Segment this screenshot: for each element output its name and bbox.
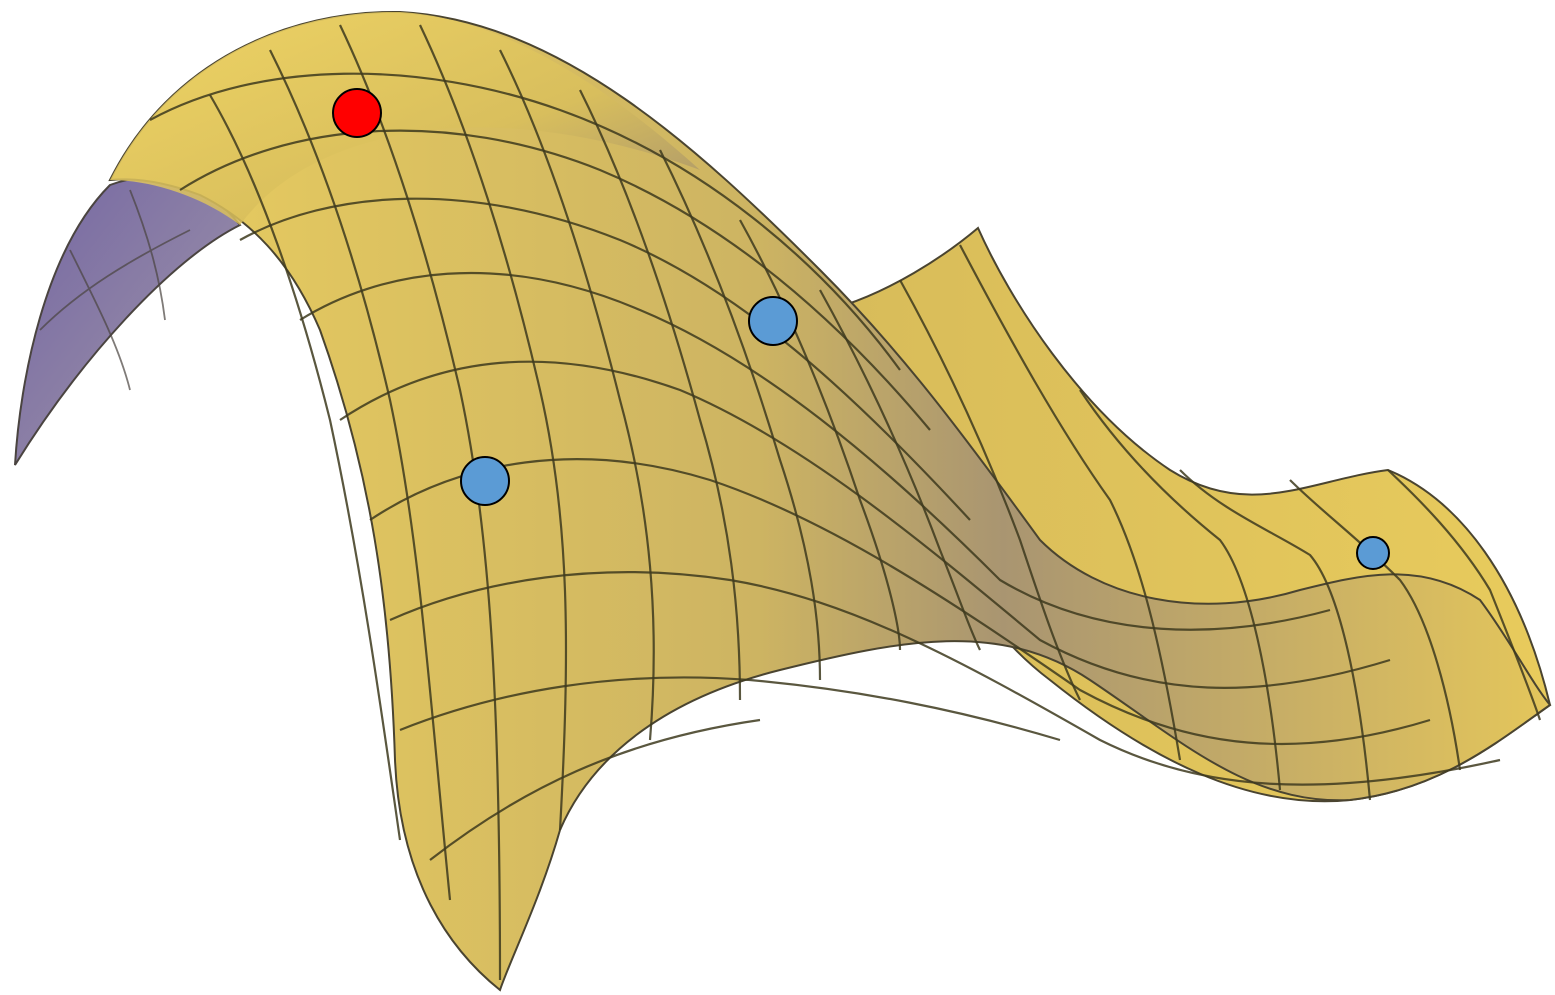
underside-grid (39, 189, 191, 391)
local-optimum-marker-1 (748, 296, 798, 346)
local-optimum-marker-3 (1356, 536, 1390, 570)
markers (332, 88, 1390, 570)
surface-grid-v (209, 24, 1542, 981)
surface-grid-u (149, 72, 1501, 861)
surface-ridge (110, 11, 700, 225)
global-maximum-marker (332, 88, 382, 138)
local-optimum-marker-2 (460, 456, 510, 506)
surface-main-sheet (108, 10, 1552, 992)
